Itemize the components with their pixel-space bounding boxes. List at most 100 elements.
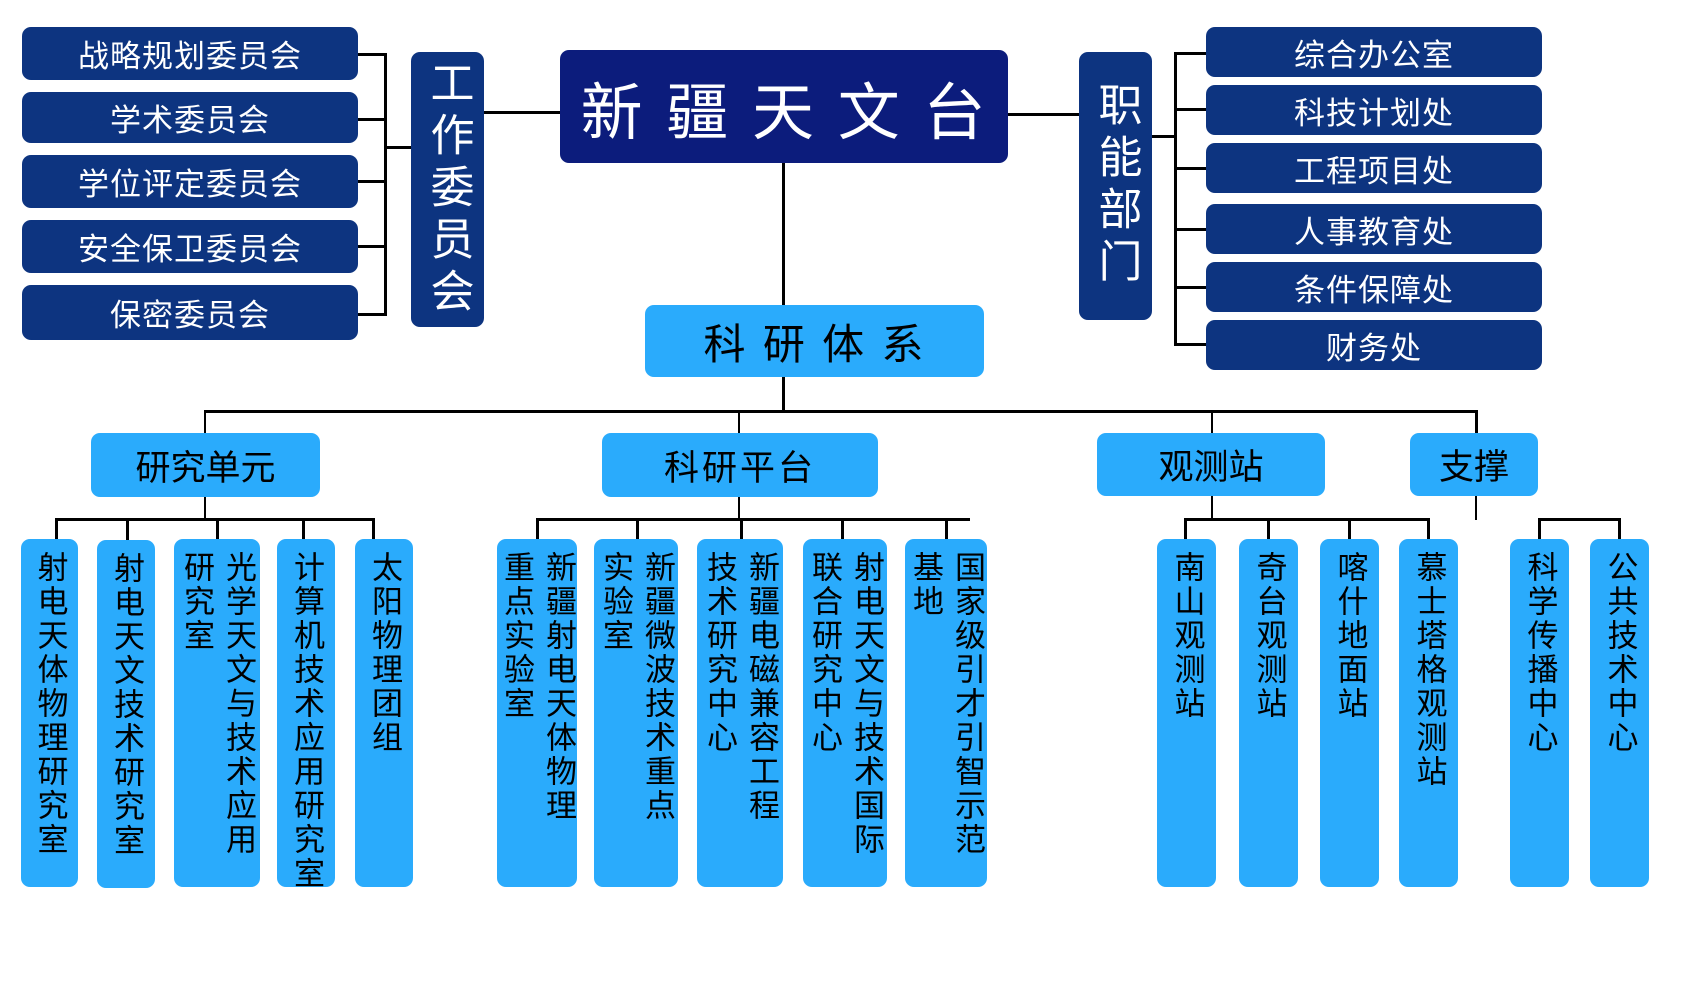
connector-line (204, 410, 206, 433)
leaf-box: 国家级引才引智示范 基地 (905, 539, 987, 887)
leaf-box: 新疆射电天体物理 重点实验室 (497, 539, 577, 887)
connector-line (384, 146, 412, 149)
category-box-research-platforms: 科研平台 (602, 433, 878, 497)
committee-box: 学位评定委员会 (22, 155, 358, 208)
committee-group-label: 工作委员会 (422, 59, 474, 320)
department-label: 工程项目处 (1294, 153, 1454, 190)
leaf-box: 南山观测站 (1157, 539, 1216, 887)
department-box: 工程项目处 (1206, 143, 1542, 193)
leaf-label: 新疆电磁兼容工程 技术研究中心 (701, 551, 779, 823)
connector-line (945, 518, 948, 540)
leaf-box: 慕士塔格观测站 (1399, 539, 1458, 887)
department-box: 科技计划处 (1206, 85, 1542, 135)
committee-label: 学术委员会 (110, 103, 270, 139)
leaf-label: 新疆射电天体物理 重点实验室 (498, 551, 576, 823)
connector-line (1152, 135, 1176, 138)
research-system-box: 科 研 体 系 (645, 305, 984, 377)
leaf-box: 奇台观测站 (1239, 539, 1298, 887)
connector-line (1174, 343, 1206, 346)
functional-group-box: 职能部门 (1079, 52, 1152, 320)
connector-line (1348, 518, 1351, 540)
department-label: 人事教育处 (1294, 214, 1454, 251)
connector-line (738, 410, 740, 433)
connector-line (1184, 518, 1429, 521)
connector-line (738, 496, 740, 520)
leaf-box: 光学天文与技术应用 研究室 (174, 539, 260, 887)
category-box-research-units: 研究单元 (91, 433, 320, 497)
category-label: 研究单元 (135, 448, 276, 489)
connector-line (1007, 113, 1079, 116)
connector-line (1184, 518, 1187, 540)
category-label: 支撑 (1438, 448, 1509, 488)
connector-line (782, 163, 785, 305)
connector-line (1211, 496, 1213, 520)
connector-line (204, 496, 206, 520)
connector-line (1174, 167, 1206, 170)
leaf-label: 科学传播中心 (1521, 551, 1558, 755)
research-system-label: 科 研 体 系 (703, 319, 926, 369)
connector-line (1427, 518, 1430, 540)
connector-line (740, 518, 743, 540)
connector-line (126, 518, 129, 540)
leaf-label: 喀什地面站 (1331, 551, 1368, 721)
connector-line (1174, 52, 1177, 345)
connector-line (1174, 286, 1206, 289)
connector-line (358, 53, 386, 56)
committee-label: 战略规划委员会 (78, 39, 302, 75)
leaf-label: 射电天文与技术国际 联合研究中心 (806, 551, 884, 857)
leaf-box: 射电天体物理研究室 (21, 539, 78, 887)
department-label: 综合办公室 (1294, 37, 1454, 74)
connector-line (358, 245, 386, 248)
leaf-label: 光学天文与技术应用 研究室 (178, 551, 256, 857)
department-box: 条件保障处 (1206, 262, 1542, 312)
leaf-label: 国家级引才引智示范 基地 (907, 551, 985, 857)
category-box-observatories: 观测站 (1097, 433, 1325, 496)
leaf-box: 新疆电磁兼容工程 技术研究中心 (697, 539, 783, 887)
connector-line (216, 518, 219, 540)
leaf-label: 射电天体物理研究室 (31, 551, 68, 857)
connector-line (1538, 518, 1541, 540)
committee-box: 安全保卫委员会 (22, 220, 358, 273)
connector-line (1475, 496, 1477, 520)
department-box: 人事教育处 (1206, 204, 1542, 254)
category-box-support: 支撑 (1410, 433, 1538, 496)
connector-line (636, 518, 639, 540)
connector-line (536, 518, 970, 521)
connector-line (358, 313, 386, 316)
connector-line (372, 518, 375, 540)
connector-line (1267, 518, 1270, 540)
department-box: 综合办公室 (1206, 27, 1542, 77)
connector-line (55, 518, 58, 540)
committee-group-box: 工作委员会 (411, 52, 484, 327)
leaf-box: 射电天文与技术国际 联合研究中心 (803, 539, 887, 887)
functional-group-label: 职能部门 (1090, 82, 1142, 290)
leaf-box: 公共技术中心 (1590, 539, 1649, 887)
committee-box: 保密委员会 (22, 285, 358, 340)
category-label: 科研平台 (663, 448, 816, 489)
connector-line (1174, 108, 1206, 111)
committee-label: 学位评定委员会 (78, 167, 302, 203)
leaf-box: 科学传播中心 (1510, 539, 1569, 887)
leaf-box: 新疆微波技术重点 实验室 (594, 539, 678, 887)
department-label: 条件保障处 (1294, 272, 1454, 309)
connector-line (536, 518, 539, 540)
leaf-label: 南山观测站 (1168, 551, 1205, 721)
leaf-label: 奇台观测站 (1250, 551, 1287, 721)
leaf-box: 喀什地面站 (1320, 539, 1379, 887)
connector-line (841, 518, 844, 540)
leaf-box: 射电天文技术研究室 (97, 540, 155, 888)
connector-line (1174, 52, 1206, 55)
connector-line (1538, 518, 1621, 521)
connector-line (55, 518, 375, 521)
root-label: 新 疆 天 文 台 (580, 75, 988, 149)
connector-line (1618, 518, 1621, 540)
connector-line (358, 180, 386, 183)
leaf-label: 太阳物理团组 (366, 551, 402, 755)
connector-line (358, 118, 386, 121)
committee-box: 学术委员会 (22, 92, 358, 143)
connector-line (1211, 410, 1213, 433)
department-box: 财务处 (1206, 320, 1542, 370)
committee-label: 保密委员会 (110, 298, 270, 334)
leaf-label: 射电天文技术研究室 (108, 552, 144, 858)
leaf-label: 新疆微波技术重点 实验室 (597, 551, 675, 823)
